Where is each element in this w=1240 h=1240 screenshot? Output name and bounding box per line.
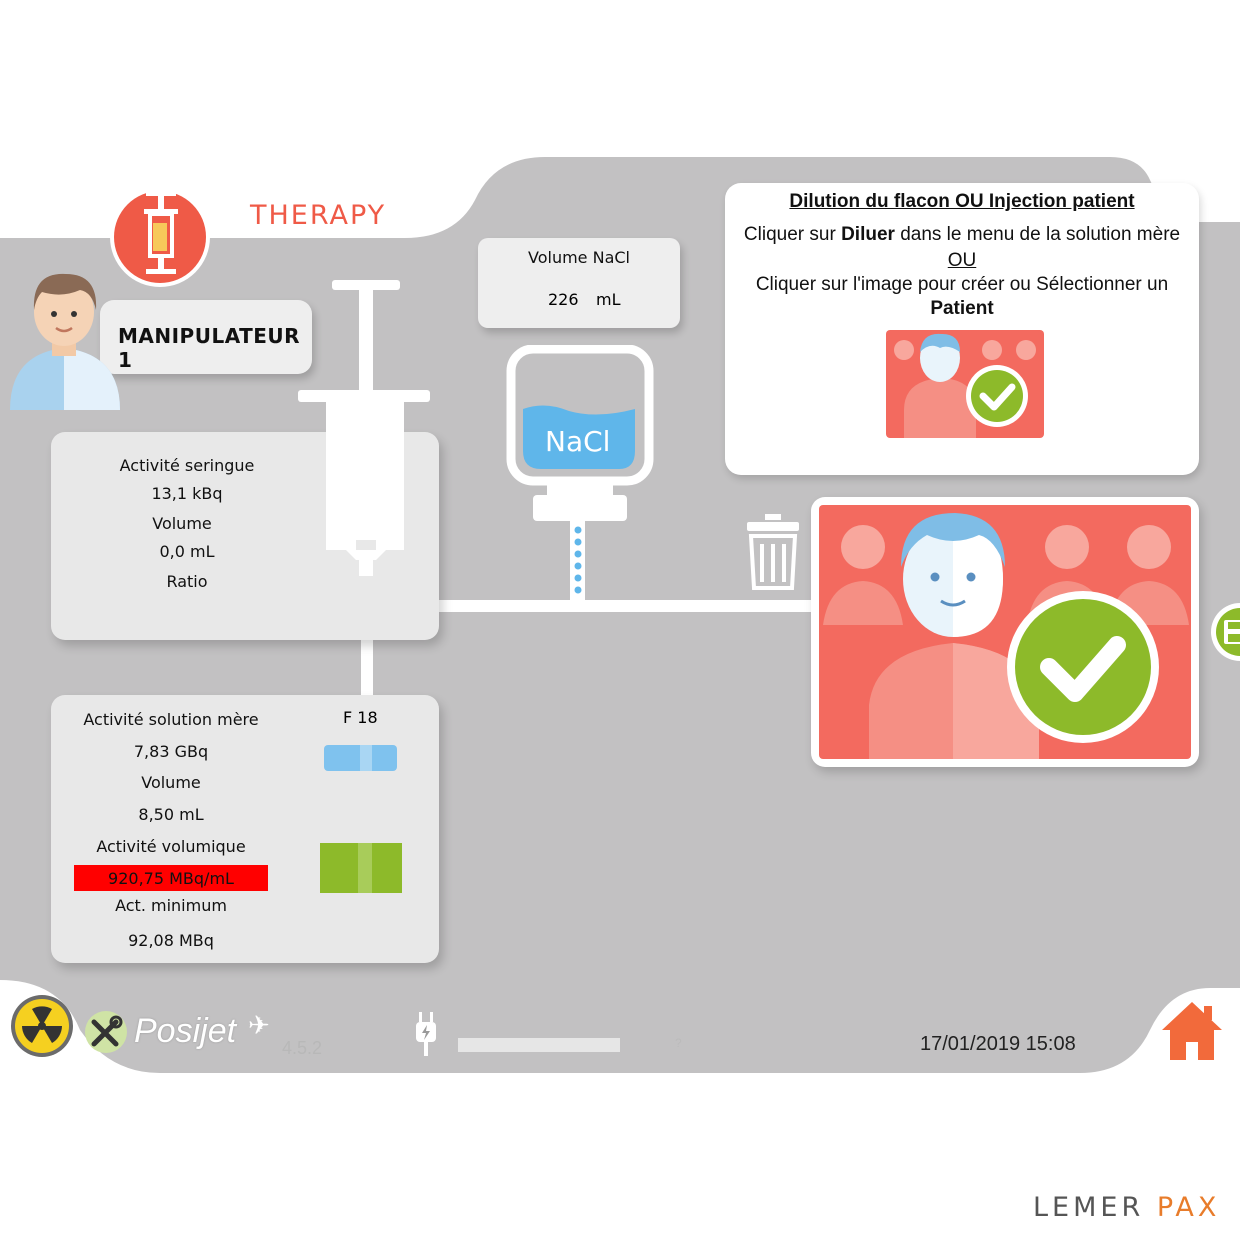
- vol-activity-alert: 920,75 MBq/mL: [74, 865, 268, 891]
- nacl-volume-label: Volume NaCl: [528, 248, 630, 267]
- mother-volume-label: Volume: [141, 773, 201, 792]
- plane-icon: ✈: [248, 1010, 270, 1040]
- instruction-patient-word: Patient: [930, 298, 994, 319]
- plug-icon: [416, 1012, 436, 1056]
- instruction-or: OU: [947, 250, 977, 271]
- nacl-bottle-label: NaCl: [545, 425, 611, 458]
- status-hint: ?: [675, 1036, 682, 1050]
- instruction-panel: Dilution du flacon OU Injection patient …: [725, 183, 1199, 475]
- nacl-bottle-icon[interactable]: [505, 345, 655, 523]
- instruction-line-1-post: dans le menu de la solution mère: [894, 224, 1181, 245]
- vol-activity-label: Activité volumique: [96, 837, 246, 856]
- syringe-activity-value: 13,1 kBq: [151, 484, 223, 503]
- software-name: Posijet: [134, 1012, 237, 1050]
- mother-activity-value: 7,83 GBq: [133, 742, 209, 761]
- patient-select-icon: [819, 505, 1191, 759]
- nacl-volume-unit: mL: [596, 290, 621, 309]
- instruction-line-1-pre: Cliquer sur: [743, 224, 842, 245]
- nacl-volume-box[interactable]: Volume NaCl 226 mL: [478, 238, 680, 328]
- min-activity-value: 92,08 MBq: [128, 931, 214, 950]
- user-label[interactable]: MANIPULATEUR 1: [100, 300, 312, 374]
- syringe-ratio-label: Ratio: [166, 572, 208, 591]
- home-icon[interactable]: [1160, 1000, 1224, 1062]
- instruction-line-2: Cliquer sur l'image pour créer ou Sélect…: [755, 274, 1169, 295]
- brand-logo: LEMER PAX: [1033, 1192, 1220, 1223]
- vol-activity-value: 920,75 MBq/mL: [108, 869, 234, 888]
- tools-icon[interactable]: [84, 1010, 128, 1054]
- nacl-drip: [574, 526, 582, 594]
- datetime-display: 17/01/2019 15:08: [920, 1033, 1076, 1055]
- nacl-volume-value: 226: [548, 290, 579, 309]
- brand-right: PAX: [1156, 1192, 1221, 1223]
- mother-solution-panel[interactable]: Activité solution mère F 18 7,83 GBq Vol…: [51, 695, 439, 963]
- trash-icon[interactable]: [745, 512, 801, 590]
- activity-level-indicator[interactable]: [320, 843, 402, 893]
- isotope-label: F 18: [343, 708, 378, 727]
- instruction-heading: Dilution du flacon OU Injection patient: [789, 191, 1135, 212]
- module-title: THERAPY: [250, 200, 387, 231]
- isotope-level-indicator[interactable]: [324, 745, 397, 771]
- mother-activity-label: Activité solution mère: [83, 710, 259, 729]
- min-activity-label: Act. minimum: [115, 896, 227, 915]
- instruction-line-1: Cliquer sur Diluer dans le menu de la so…: [725, 224, 1199, 246]
- brand-left: LEMER: [1033, 1192, 1145, 1223]
- syringe-volume-label: Volume: [152, 514, 212, 533]
- user-avatar-icon[interactable]: [6, 262, 126, 414]
- syringe-logo-icon: [110, 187, 210, 287]
- status-progress-bar: [458, 1038, 620, 1052]
- syringe-volume-value: 0,0 mL: [159, 542, 215, 561]
- version-label: 4.5.2: [282, 1038, 323, 1058]
- patient-select-small-icon: [886, 330, 1044, 438]
- radiation-icon[interactable]: [10, 994, 74, 1058]
- save-icon[interactable]: [1210, 602, 1240, 662]
- syringe-icon[interactable]: [296, 276, 436, 576]
- user-name: MANIPULATEUR 1: [118, 324, 301, 372]
- mother-volume-value: 8,50 mL: [138, 805, 204, 824]
- patient-select-button[interactable]: [811, 497, 1199, 767]
- syringe-activity-label: Activité seringue: [119, 456, 255, 475]
- instruction-dilute-word: Diluer: [841, 224, 895, 245]
